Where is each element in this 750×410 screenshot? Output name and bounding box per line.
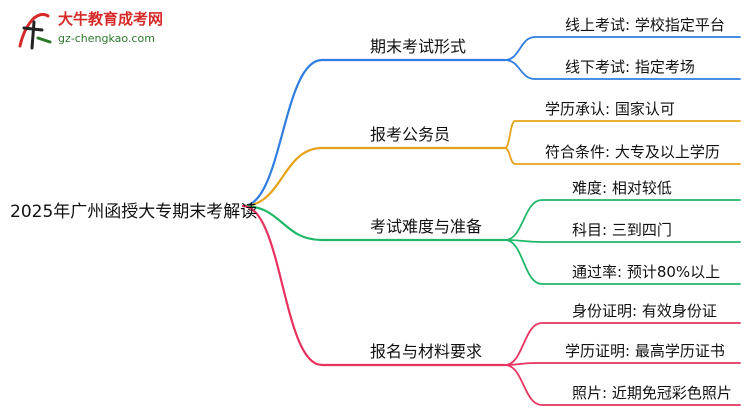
logo-emblem-icon xyxy=(18,12,52,50)
leaf-connector xyxy=(504,322,741,366)
branch-connector xyxy=(241,204,324,242)
branch-topic: 报名与材料要求 xyxy=(370,342,483,361)
leaf-connector xyxy=(504,239,741,285)
leaf-topic: 科目: 三到四门 xyxy=(572,221,672,239)
leaf-topic: 学历承认: 国家认可 xyxy=(545,100,675,118)
leaf-topic: 线上考试: 学校指定平台 xyxy=(565,16,725,34)
leaf-topic: 学历证明: 最高学历证书 xyxy=(565,342,725,360)
logo-url: gz-chengkao.com xyxy=(58,32,155,45)
site-logo[interactable]: 大牛教育成考网 gz-chengkao.com xyxy=(14,6,184,56)
leaf-connector xyxy=(504,59,741,80)
leaf-connector xyxy=(504,147,741,165)
leaf-connector xyxy=(504,364,741,406)
leaf-topic: 通过率: 预计80%以上 xyxy=(572,263,721,281)
leaf-connector xyxy=(504,36,741,61)
branch-topic: 报考公务员 xyxy=(370,125,451,144)
leaf-connector xyxy=(504,239,741,243)
branch-topic: 考试难度与准备 xyxy=(370,217,483,236)
branch-connector xyxy=(241,58,324,208)
leaf-connector xyxy=(504,362,741,366)
leaf-topic: 身份证明: 有效身份证 xyxy=(572,302,717,320)
leaf-connector xyxy=(504,120,741,149)
leaf-connector xyxy=(504,199,741,241)
branch-connector xyxy=(241,146,324,208)
branch-connector xyxy=(241,204,324,367)
leaf-topic: 符合条件: 大专及以上学历 xyxy=(545,143,720,161)
branch-topic: 期末考试形式 xyxy=(370,37,467,56)
leaf-topic: 照片: 近期免冠彩色照片 xyxy=(572,384,732,402)
logo-title: 大牛教育成考网 xyxy=(58,10,164,28)
leaf-topic: 难度: 相对较低 xyxy=(572,179,672,197)
leaf-topic: 线下考试: 指定考场 xyxy=(565,58,695,76)
root-topic: 2025年广州函授大专期末考解读 xyxy=(10,202,258,222)
